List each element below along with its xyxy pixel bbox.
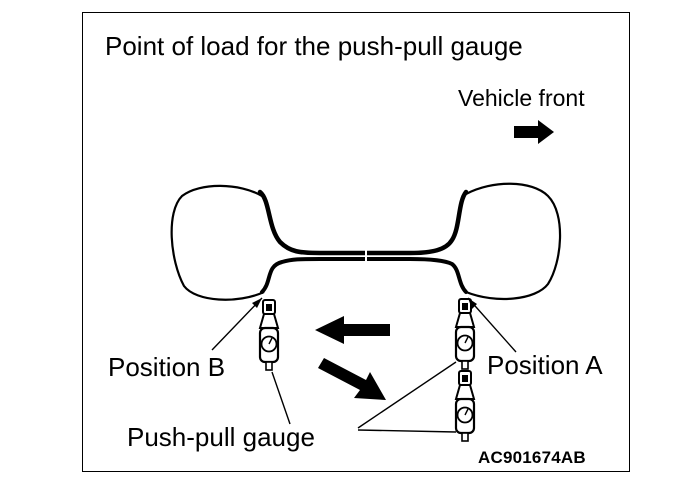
leader-position-b	[211, 297, 263, 351]
leader-arrowhead-b	[252, 298, 262, 308]
gauge-position-b	[258, 298, 280, 372]
push-pull-gauge-label: Push-pull gauge	[127, 422, 315, 452]
leader-gauge-lower	[357, 429, 457, 433]
left-tire	[170, 184, 265, 301]
vehicle-front-label: Vehicle front	[458, 85, 585, 111]
position-b-label: Position B	[108, 352, 226, 382]
linkage-lower	[260, 257, 468, 294]
diagram-title: Point of load for the push-pull gauge	[105, 31, 523, 61]
leader-gauge-b	[271, 371, 291, 425]
push-arrow-diagonal	[318, 358, 386, 400]
vehicle-front-arrow	[514, 120, 554, 144]
figure-code: AC901674AB	[478, 448, 586, 467]
right-tire	[465, 182, 562, 301]
gauge-position-a	[454, 297, 476, 371]
leader-gauge-a	[357, 361, 457, 429]
leader-position-a	[467, 297, 517, 353]
leader-arrowhead-a	[468, 298, 477, 309]
position-a-label: Position A	[487, 350, 603, 380]
linkage-upper	[257, 189, 469, 256]
gauge-lower-right	[454, 369, 476, 443]
push-arrow-left	[315, 316, 390, 344]
